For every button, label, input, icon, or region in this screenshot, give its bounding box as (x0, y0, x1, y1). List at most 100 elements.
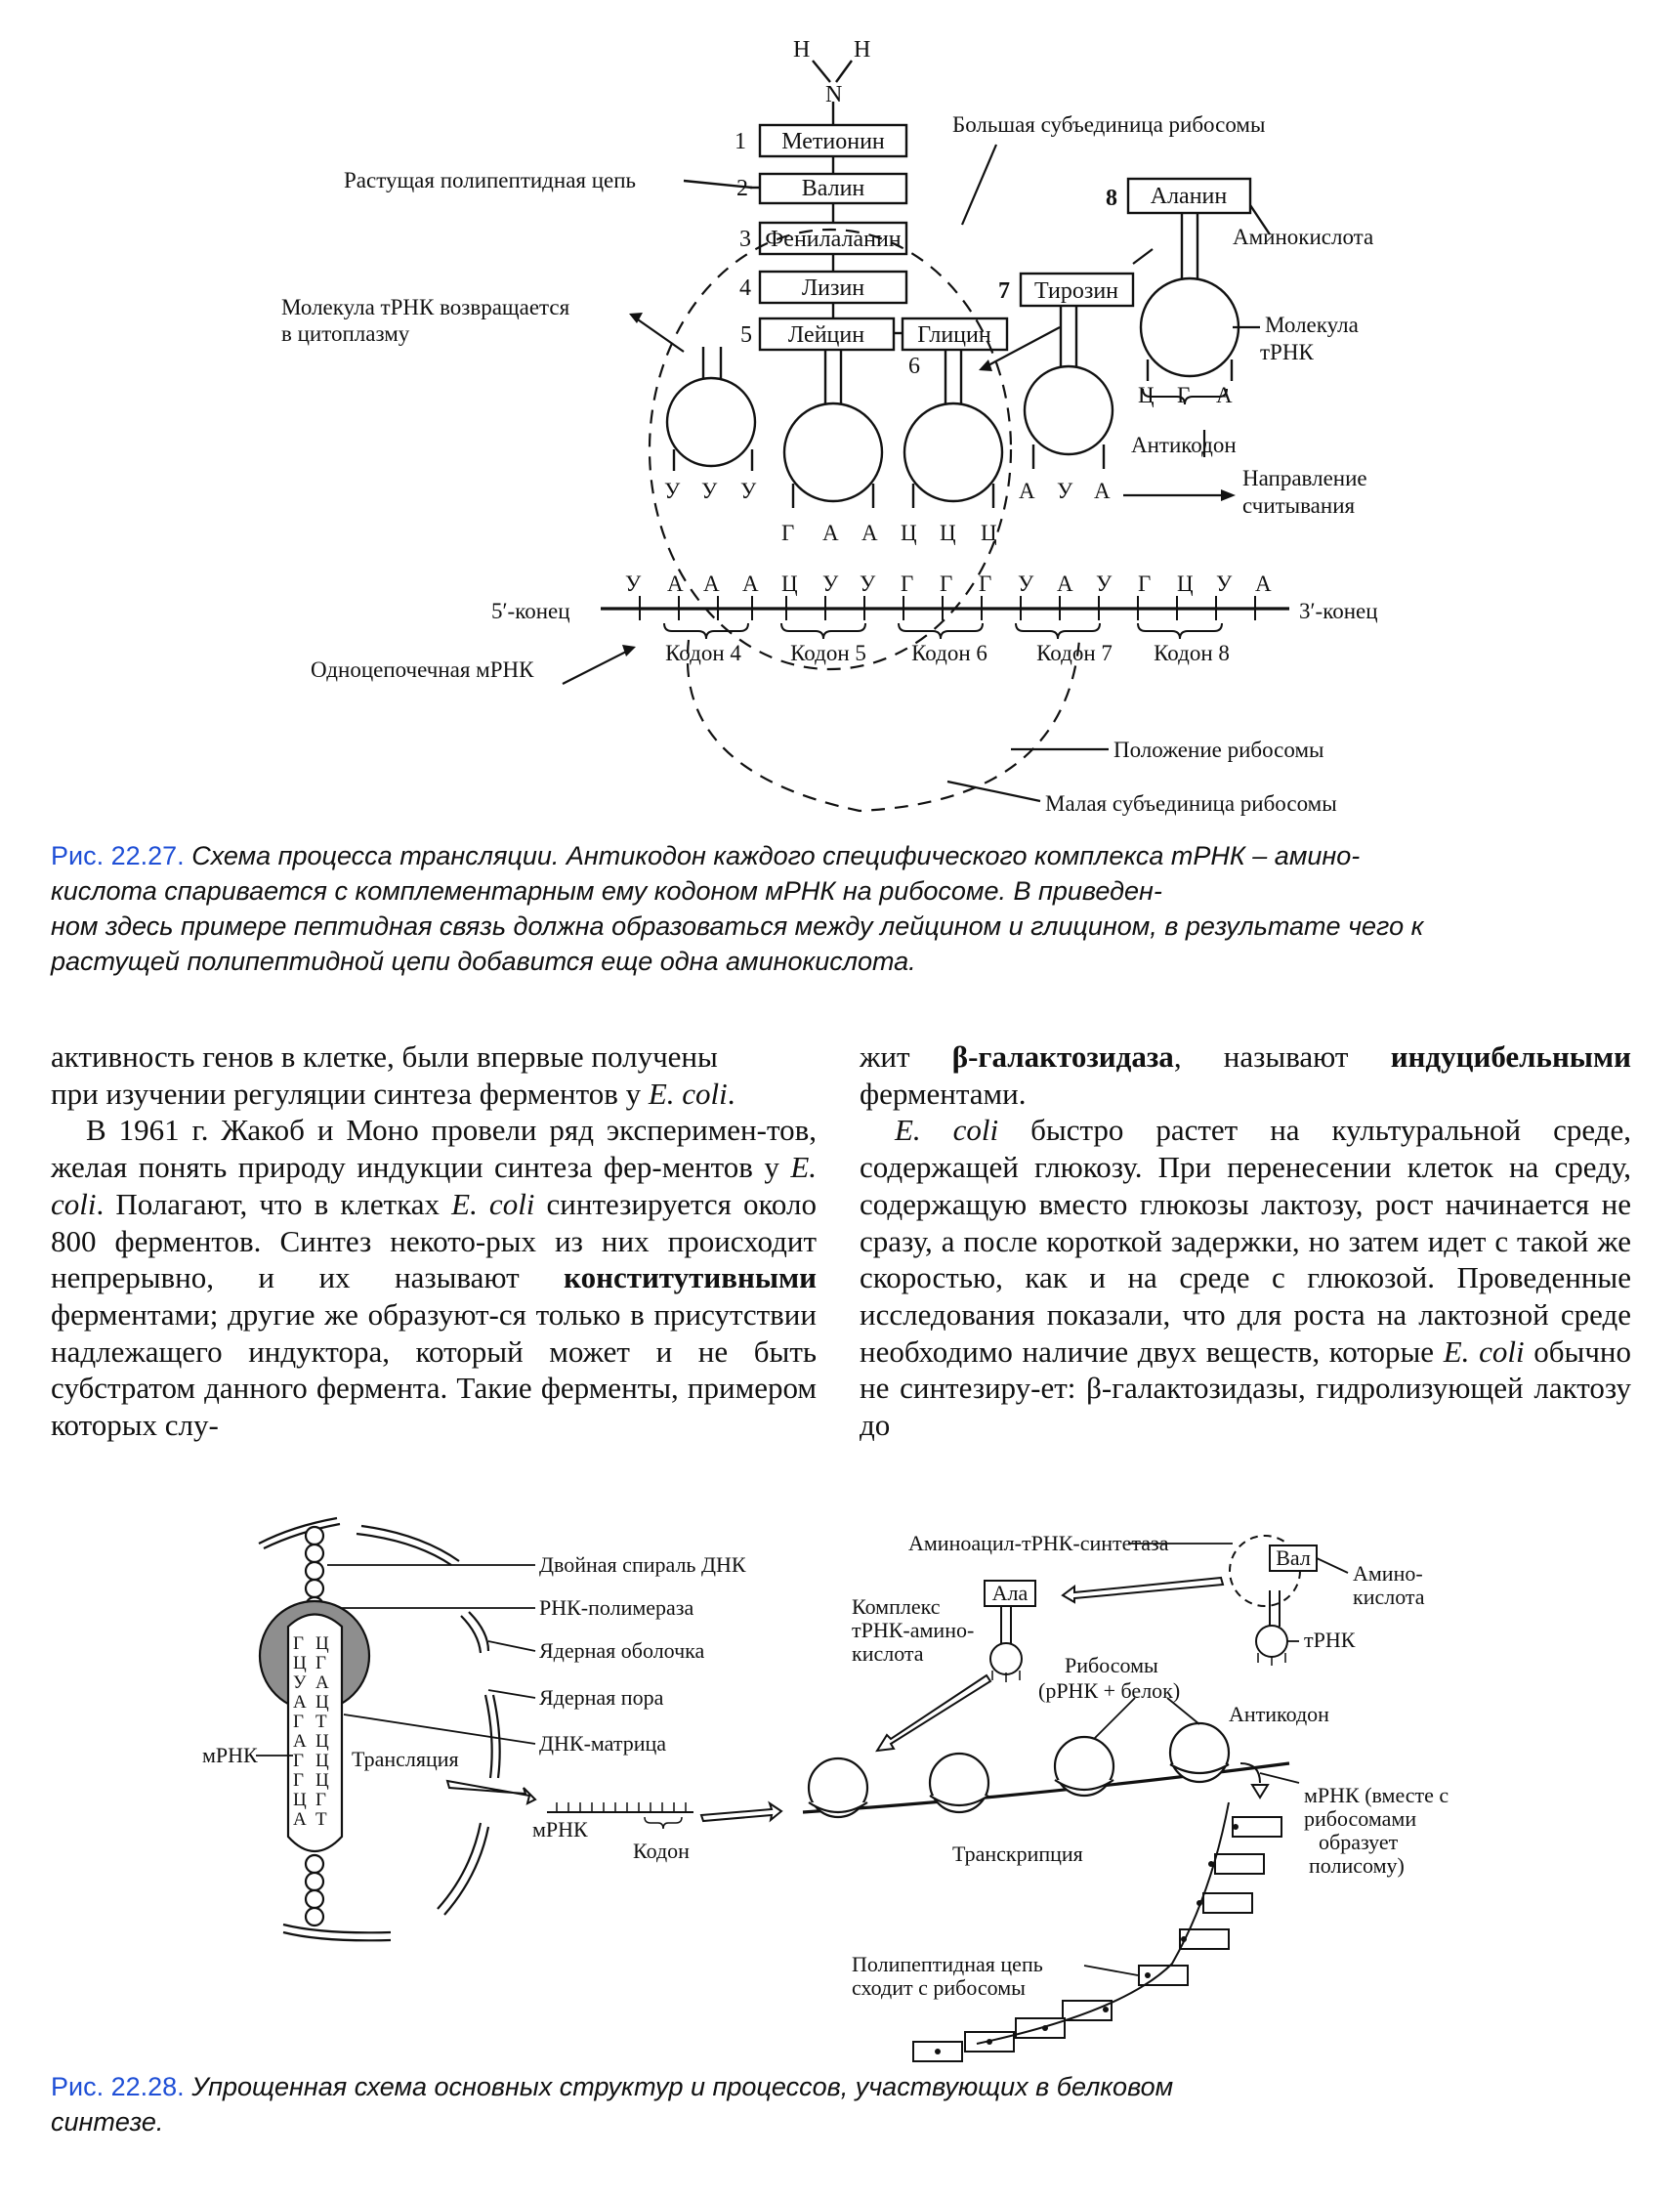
species-name: E. coli (1443, 1333, 1525, 1369)
species-name: E. coli (648, 1076, 728, 1111)
caption-line-1: Схема процесса трансляции. Антикодон каж… (191, 841, 1361, 870)
mrna-base: Г (901, 571, 913, 596)
base-left: Г (293, 1633, 304, 1654)
base-left: Г (293, 1751, 304, 1771)
amine-h1: H (793, 37, 810, 63)
chain-num-1: 1 (735, 129, 746, 154)
text-run: синтезируется около 800 ферментов. Синте… (51, 1186, 817, 1295)
mrna-base: Г (979, 571, 991, 596)
species-name: E. coli (895, 1113, 999, 1148)
label-nuclear-pore: Ядерная пора (539, 1685, 664, 1710)
anticodon-5-a: Ц (1138, 383, 1155, 407)
label-dna-helix: Двойная спираль ДНК (539, 1552, 746, 1577)
term-constitutive: конститутивными (564, 1260, 817, 1295)
label-ribosome-position: Положение рибосомы (1113, 738, 1323, 762)
base-right: Ц (315, 1731, 329, 1752)
anticodon-3-c: Ц (981, 521, 997, 545)
anticodon-1-c: У (740, 479, 757, 503)
anticodon-1-a: У (664, 479, 681, 503)
base-left: У (293, 1672, 307, 1693)
anticodon-2-c: А (861, 521, 878, 545)
label-trna-molecule-2: тРНК (1260, 340, 1314, 364)
chain-num-4: 4 (739, 275, 751, 301)
chain-num-5: 5 (740, 322, 752, 348)
label-three-end: 3′-конец (1299, 599, 1378, 623)
figure-caption-22-27: Рис. 22.27. Схема процесса трансляции. А… (51, 838, 1643, 979)
text-run: жит (860, 1039, 952, 1074)
mrna-base: А (703, 571, 720, 596)
mrna-base: У (1216, 571, 1233, 596)
codon-label-6: Кодон 6 (911, 641, 987, 665)
mrna-base: У (822, 571, 839, 596)
label-anticodon: Антикодон (1131, 433, 1237, 457)
text-run: , называют (1173, 1039, 1391, 1074)
label-codon: Кодон (633, 1839, 690, 1863)
paragraph: жит β-галактозидаза, называют индуцибель… (860, 1038, 1631, 1112)
text-run: В 1961 г. Жакоб и Моно провели ряд экспе… (51, 1113, 817, 1185)
text-run: ферментами. (860, 1076, 1027, 1111)
mrna-base: У (860, 571, 876, 596)
label-amino-acid: Аминокислота (1233, 225, 1373, 249)
label-mrna-poly-4: полисому) (1309, 1853, 1405, 1878)
chain-box-methionine: Метионин (781, 129, 885, 154)
chain-box-alanine: Аланин (1151, 184, 1228, 209)
label-amino-2: кислота (1353, 1585, 1425, 1609)
codon-label-4: Кодон 4 (665, 641, 741, 665)
caption-line-2: кислота спаривается с комплементарным ем… (51, 876, 1162, 906)
label-ala: Ала (992, 1581, 1029, 1605)
label-trna-returns: Молекула тРНК возвращается (281, 295, 570, 319)
label-mrna-left: мРНК (202, 1743, 258, 1767)
paragraph: В 1961 г. Жакоб и Моно провели ряд экспе… (51, 1112, 817, 1443)
mrna-base: У (1096, 571, 1113, 596)
caption-number: 22.28. (110, 2072, 185, 2101)
label-mrna-poly-3: образует (1319, 1830, 1399, 1854)
anticodon-3-b: Ц (940, 521, 956, 545)
label-nuclear-envelope: Ядерная оболочка (539, 1638, 705, 1663)
text-column-right: жит β-галактозидаза, называют индуцибель… (860, 1038, 1631, 1444)
label-trna-returns-2: в цитоплазму (281, 321, 410, 346)
label-growing-chain: Растущая полипептидная цепь (344, 168, 636, 192)
caption-line-4: растущей полипептидной цепи добавится ещ… (51, 947, 916, 976)
mrna-base: Г (940, 571, 952, 596)
chain-box-glycine: Глицин (917, 322, 991, 348)
label-translation: Трансляция (352, 1747, 459, 1771)
mrna-base: А (667, 571, 684, 596)
label-trna-molecule: Молекула (1265, 313, 1359, 337)
codon-label-5: Кодон 5 (790, 641, 866, 665)
species-name: E. coli (51, 1150, 817, 1221)
paragraph: активность генов в клетке, были впервые … (51, 1038, 817, 1112)
mrna-base: Ц (1177, 571, 1194, 596)
label-polypeptide-2: сходит с рибосомы (852, 1975, 1026, 2000)
base-right: Г (315, 1790, 326, 1810)
label-transcription: Транскрипция (952, 1841, 1083, 1866)
text-line: при изучении регуляции синтеза ферментов… (51, 1076, 649, 1111)
mrna-base: Ц (781, 571, 798, 596)
species-name: E. coli (451, 1186, 535, 1221)
text-run: быстро растет на культуральной среде, со… (860, 1113, 1632, 1369)
base-left: А (293, 1809, 307, 1830)
label-ribosomes-1: Рибосомы (1065, 1653, 1158, 1677)
mrna-base: А (1255, 571, 1272, 596)
caption-line-2: синтезе. (51, 2107, 164, 2137)
label-direction-2: считывания (1242, 493, 1356, 518)
mrna-base: У (625, 571, 642, 596)
caption-number: 22.27. (110, 841, 185, 870)
base-right: Ц (315, 1692, 329, 1713)
chain-box-phenylalanine: Фенилаланин (765, 227, 901, 252)
template-bases: Г Ц Ц Г У А А Ц Г Т А Ц Г Ц Г Ц Ц Г А Т (293, 1633, 329, 1830)
caption-label: Рис. (51, 841, 105, 870)
base-right: Т (315, 1712, 327, 1732)
base-right: Т (315, 1809, 327, 1830)
figure-22-28: Двойная спираль ДНК РНК-полимераза Ядерн… (202, 1516, 1449, 2062)
label-direction: Направление (1242, 466, 1367, 490)
amine-h2: H (854, 37, 870, 63)
caption-line-3: ном здесь примере пептидная связь должна… (51, 911, 1424, 941)
base-left: Ц (293, 1653, 307, 1673)
base-left: Г (293, 1712, 304, 1732)
base-left: Г (293, 1770, 304, 1791)
paragraph: E. coli быстро растет на культуральной с… (860, 1112, 1631, 1443)
label-complex-2: тРНК-амино- (852, 1618, 974, 1642)
codon-label-8: Кодон 8 (1154, 641, 1230, 665)
chain-box-tyrosine: Тирозин (1034, 278, 1118, 304)
chain-num-7: 7 (998, 278, 1010, 304)
